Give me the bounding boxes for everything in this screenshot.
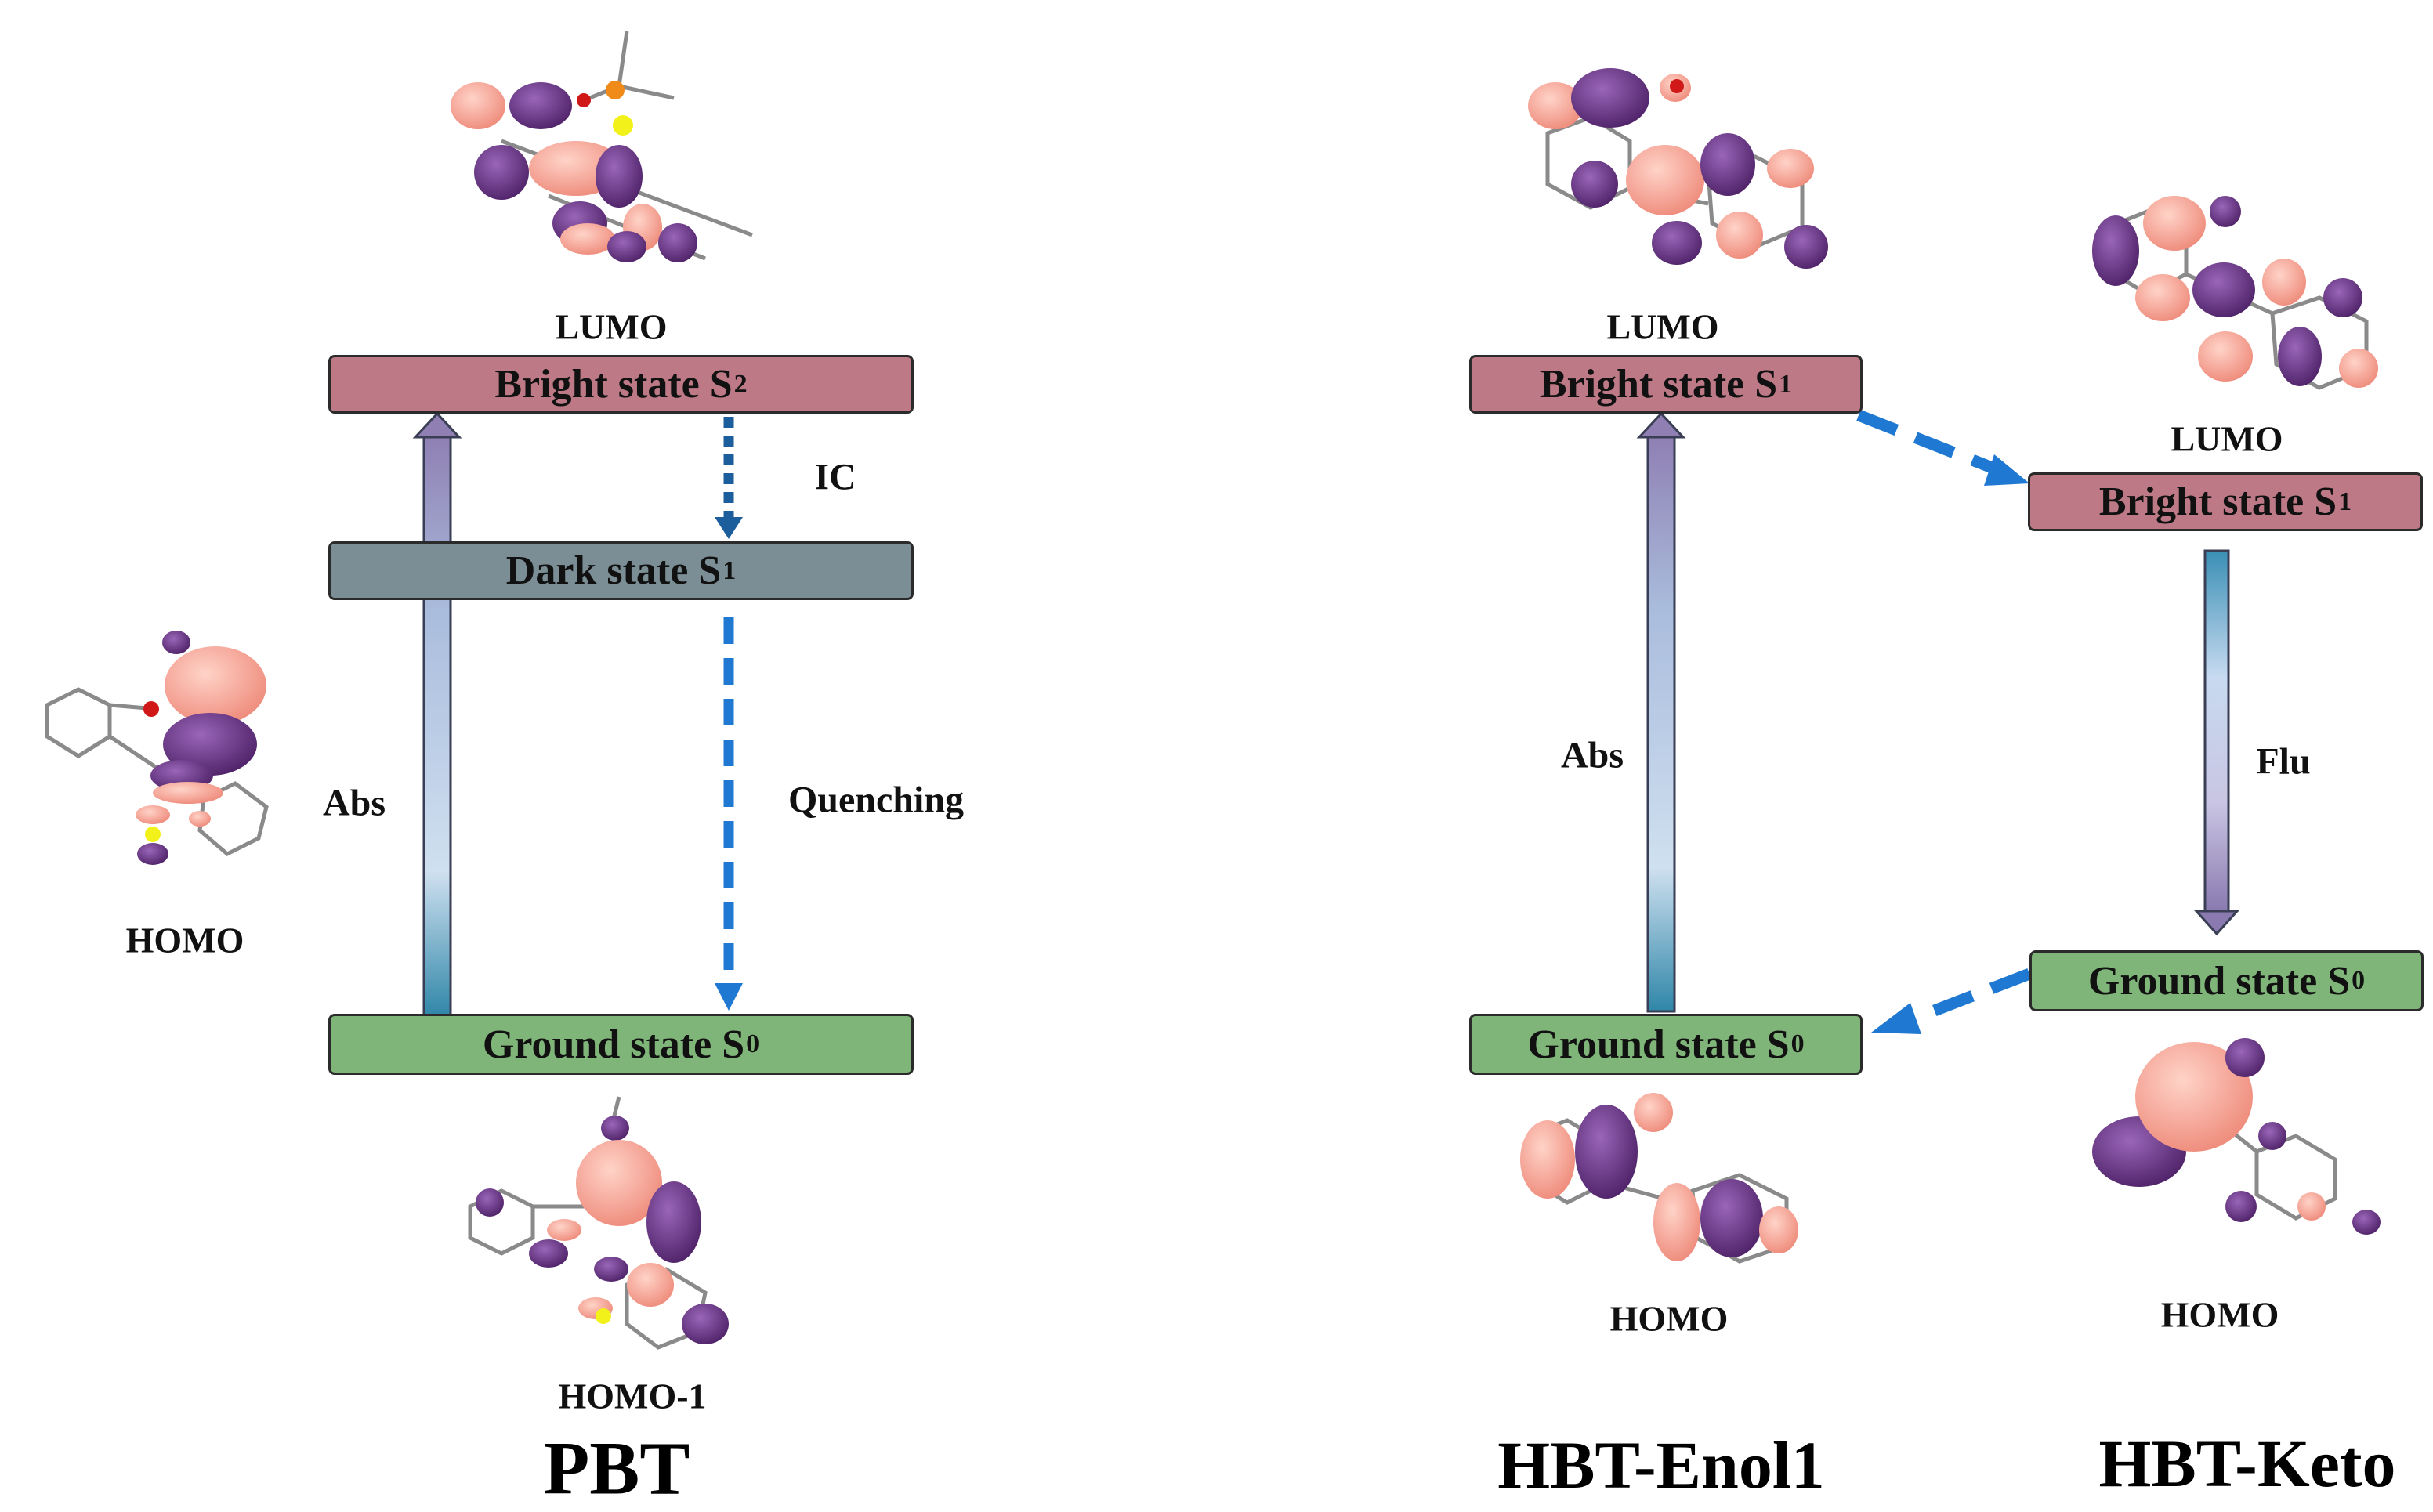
enol-ground-state-subscript: 0 — [1790, 1029, 1805, 1058]
enol-abs-label: Abs — [1560, 734, 1624, 776]
enol-homo-label: HOMO — [1609, 1298, 1729, 1339]
keto-lumo-label: LUMO — [2171, 418, 2283, 459]
keto-flu-label: Flu — [2256, 740, 2311, 783]
pbt-homo1-orbital-image — [468, 1096, 729, 1350]
enol-ground-state-label: Ground state S — [1527, 1022, 1790, 1067]
enol-panel-title: HBT-Enol1 — [1497, 1427, 1825, 1503]
pbt-homo-orbital-image — [45, 631, 269, 865]
enol-lumo-label: LUMO — [1606, 306, 1719, 347]
enol-bright-state-label: Bright state S — [1539, 362, 1778, 407]
enol-to-keto-arrow — [1856, 410, 2029, 486]
pbt-panel-title: PBT — [543, 1426, 690, 1510]
pbt-quenching-label: Quenching — [787, 779, 965, 821]
pbt-lumo-label: LUMO — [555, 306, 668, 347]
keto-bright-state-subscript: 1 — [2338, 487, 2352, 516]
keto-homo-label: HOMO — [2160, 1294, 2279, 1335]
keto-bright-state-label: Bright state S — [2098, 479, 2337, 524]
keto-homo-orbital-image — [2092, 1038, 2381, 1235]
pbt-dark-state-label: Dark state S — [505, 548, 722, 593]
pbt-abs-arrow — [412, 411, 462, 1018]
enol-lumo-orbital-image — [1528, 68, 1828, 269]
pbt-quench-arrow — [715, 617, 743, 1011]
pbt-homo1-label: HOMO-1 — [558, 1376, 707, 1416]
keto-flu-arrow — [2193, 549, 2240, 936]
pbt-ic-label: IC — [814, 456, 856, 498]
pbt-abs-label: Abs — [322, 782, 386, 824]
enol-abs-arrow — [1636, 411, 1686, 1013]
enol-homo-orbital-image — [1520, 1093, 1798, 1264]
pbt-lumo-orbital-image — [451, 31, 753, 262]
pbt-bright-state-label: Bright state S — [494, 362, 733, 407]
keto-ground-state-label: Ground state S — [2087, 958, 2351, 1004]
pbt-ground-state-label: Ground state S — [482, 1022, 745, 1067]
pbt-bright-state-subscript: 2 — [733, 369, 748, 399]
pbt-dark-state-subscript: 1 — [722, 555, 737, 585]
keto-panel-title: HBT-Keto — [2098, 1426, 2396, 1501]
pbt-ground-state-subscript: 0 — [746, 1029, 760, 1058]
pbt-ic-arrow — [715, 417, 743, 539]
enol-bright-state-subscript: 1 — [1779, 369, 1793, 399]
pbt-homo-label: HOMO — [125, 920, 244, 960]
keto-to-enol-arrow — [1871, 968, 2032, 1034]
keto-ground-state-subscript: 0 — [2352, 966, 2366, 995]
keto-lumo-orbital-image — [2092, 196, 2378, 390]
